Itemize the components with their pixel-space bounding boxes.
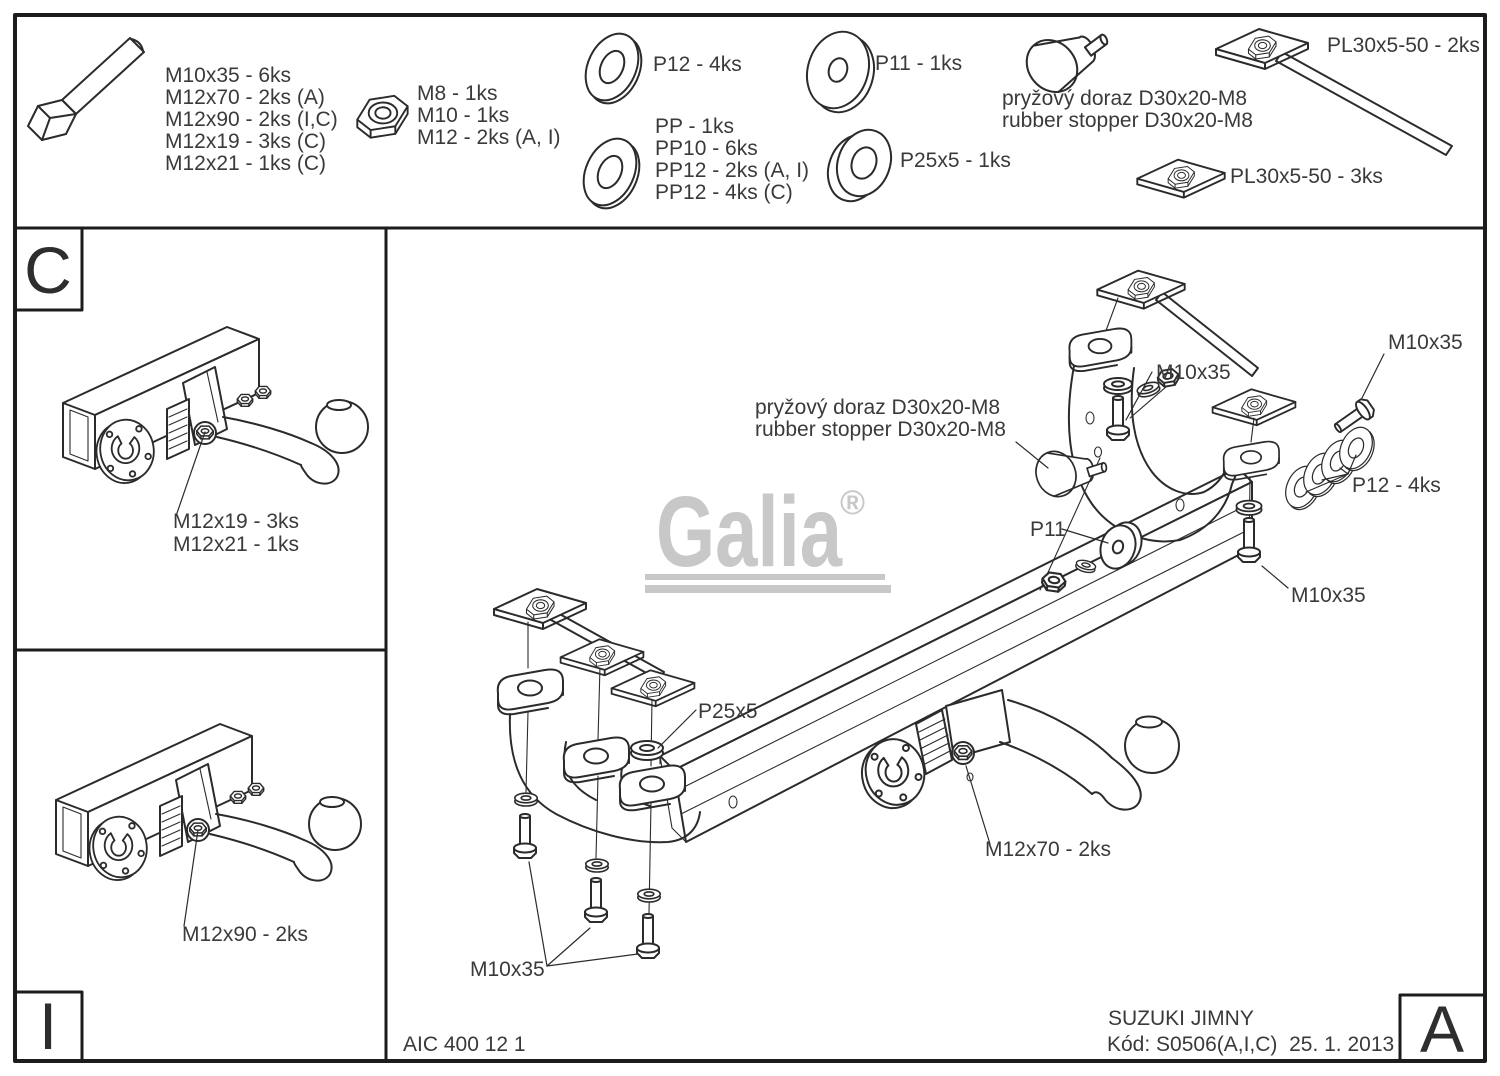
variant-a-box [1398, 993, 1487, 1063]
panel-c-bolt-label: M12x19 - 3ks [173, 510, 299, 533]
m12x70-bolt-head [953, 744, 973, 761]
galia-logo-watermark: Galia ® [645, 476, 891, 593]
rubber-stopper-drawing [1027, 440, 1111, 505]
product-code-and-date: Kód: S0506(A,I,C) 25. 1. 2013 [1107, 1033, 1394, 1056]
panel-i-bolt-label: M12x90 - 2ks [182, 923, 308, 946]
main-stopper-label-en: rubber stopper D30x20-M8 [755, 418, 1006, 441]
main-exploded-diagram: pryžový doraz D30x20-M8 rubber stopper D… [470, 271, 1463, 981]
variant-letter-i: I [39, 989, 57, 1063]
plate-with-strap-icon [1216, 29, 1453, 156]
leader-lines [528, 353, 1385, 967]
washer-p25x5-drawing [630, 740, 664, 761]
nut-size-label: M12 - 2ks (A, I) [417, 126, 561, 149]
panel-c-bolt-label: M12x21 - 1ks [173, 533, 299, 556]
towbar-variant-i-drawing [56, 724, 361, 884]
main-m12x70-label: M12x70 - 2ks [985, 838, 1111, 861]
washer-p12-label: P12 - 4ks [653, 53, 742, 76]
bolt-size-label: M10x35 - 6ks [165, 64, 291, 87]
washer-pp-icon [572, 129, 651, 218]
washer-p25x5-icon [826, 128, 893, 203]
plate-nut-icon [1137, 160, 1224, 198]
rubber-stopper-label-cz: pryžový doraz D30x20-M8 [1002, 87, 1247, 110]
main-stopper-label-cz: pryžový doraz D30x20-M8 [755, 396, 1000, 419]
nut-size-label: M10 - 1ks [417, 104, 509, 127]
vehicle-name: SUZUKI JIMNY [1108, 1007, 1254, 1030]
panel-i: I M12x90 - 2ks [39, 724, 361, 1063]
washer-p11-drawing [1099, 521, 1143, 570]
washer-pp-label: PP10 - 6ks [655, 137, 758, 160]
main-p12-label: P12 - 4ks [1352, 474, 1441, 497]
bolt-size-label: M12x21 - 1ks (C) [165, 152, 326, 175]
bolt-size-label: M12x19 - 3ks (C) [165, 130, 326, 153]
washer-pp-label: PP - 1ks [655, 115, 734, 138]
registered-trademark-icon: ® [840, 484, 865, 522]
washer-pp-label: PP12 - 2ks (A, I) [655, 159, 809, 182]
stopper-and-p11-assembly [1027, 440, 1143, 594]
galia-wordmark: Galia [656, 476, 843, 588]
panel-c: C M12x19 - 3ks M12x21 - 1ks [24, 233, 368, 556]
bolt-size-label: M12x90 - 2ks (I,C) [165, 108, 338, 131]
hex-bolt-icon [27, 37, 145, 141]
title-block: AIC 400 12 1 SUZUKI JIMNY Kód: S0506(A,I… [403, 992, 1464, 1066]
parts-list-strip: M10x35 - 6ks M12x70 - 2ks (A) M12x90 - 2… [27, 9, 1480, 218]
p12-washer-stack [1278, 395, 1382, 516]
main-p11-label: P11 [1030, 518, 1066, 541]
document-number: AIC 400 12 1 [403, 1033, 526, 1056]
sheet-borders [13, 13, 1487, 1063]
main-p25x5-label: P25x5 [698, 700, 758, 723]
nut-size-label: M8 - 1ks [417, 82, 498, 105]
main-m10x35-label: M10x35 [1291, 584, 1366, 607]
variant-c-box [13, 226, 84, 312]
variant-i-box [13, 990, 84, 1063]
washer-p11-label: P11 - 1ks [875, 52, 962, 75]
washer-p11-icon [806, 30, 875, 114]
ball-mount-assembly [852, 689, 1180, 817]
washer-p25x5-label: P25x5 - 1ks [900, 149, 1011, 172]
hex-nut-icon [356, 94, 409, 139]
left-bracket-assembly [494, 589, 701, 959]
main-m10x35-label: M10x35 [470, 958, 545, 981]
bolt-size-label: M12x70 - 2ks (A) [165, 86, 325, 109]
main-m10x35-label: M10x35 [1388, 331, 1463, 354]
washer-pp-label: PP12 - 4ks (C) [655, 181, 793, 204]
main-m10x35-label: M10x35 [1156, 361, 1231, 384]
variant-letter-a: A [1420, 992, 1464, 1066]
plate-strap-label: PL30x5-50 - 2ks [1327, 34, 1480, 57]
variant-letter-c: C [24, 233, 72, 307]
towbar-variant-c-drawing [63, 327, 368, 487]
rubber-stopper-label-en: rubber stopper D30x20-M8 [1002, 109, 1253, 132]
plate-label: PL30x5-50 - 3ks [1230, 165, 1383, 188]
washer-p12-icon [574, 24, 653, 113]
